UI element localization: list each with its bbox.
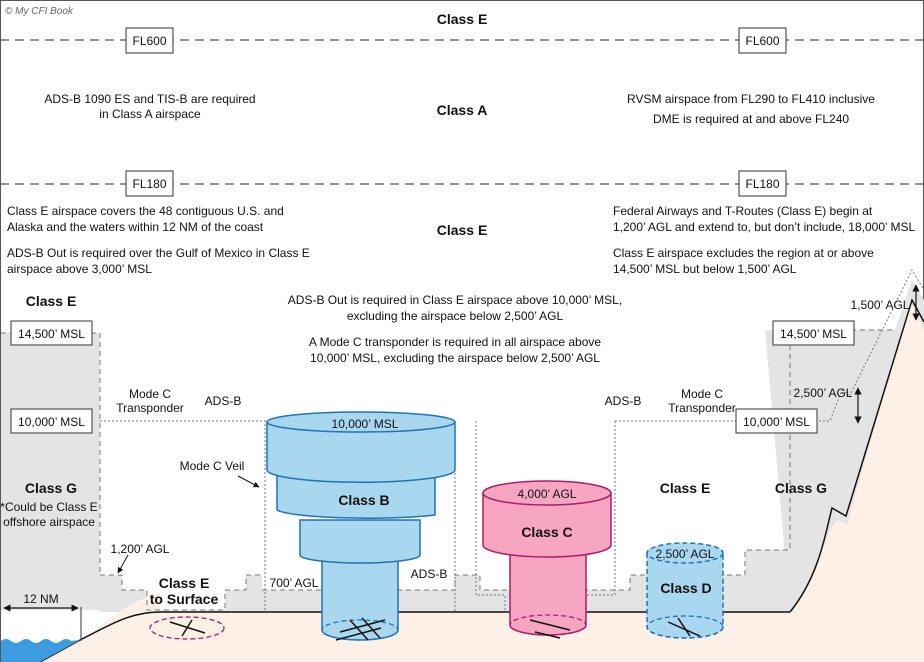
- dme-note: DME is required at and above FL240: [653, 112, 849, 126]
- copyright: © My CFI Book: [5, 6, 74, 17]
- fl600-right-label: FL600: [745, 34, 779, 48]
- class-e-exclusion-note-line1: Class E airspace excludes the region at …: [613, 246, 874, 260]
- federal-airways-note-line2: 1,200’ AGL and extend to, but don’t incl…: [613, 220, 916, 234]
- class-a-label: Class A: [437, 102, 488, 118]
- class-e-exclusion-note-line2: 14,500’ MSL but below 1,500’ AGL: [613, 262, 797, 276]
- agl-1500-label: 1,500’ AGL: [851, 298, 910, 312]
- class-b-label: Class B: [338, 492, 389, 508]
- class-g-note-line1: *Could be Class E: [0, 500, 97, 514]
- mode-c-note-line2: 10,000’ MSL, excluding the airspace belo…: [310, 351, 600, 365]
- msl10000-left-label: 10,000’ MSL: [18, 415, 85, 429]
- class-g-right-label: Class G: [775, 480, 827, 496]
- adsb-class-b-label: ADS-B: [411, 567, 448, 581]
- msl10000-left-box: 10,000’ MSL: [10, 408, 93, 434]
- class-g-left-region: [1, 333, 147, 610]
- mode-c-right-line2: Transponder: [668, 401, 736, 415]
- adsb-10000-note-line2: excluding the airspace below 2,500’ AGL: [347, 309, 564, 323]
- class-c-top-label: 4,000’ AGL: [518, 487, 577, 501]
- mode-c-veil-line: [100, 420, 266, 612]
- class-e-right-label: Class E: [660, 480, 711, 496]
- ground-terrain: [40, 300, 924, 662]
- class-d: [646, 542, 724, 639]
- msl14500-left-box: 14,500’ MSL: [10, 320, 93, 346]
- fl180-right-label: FL180: [745, 177, 779, 191]
- 12nm-label: 12 NM: [23, 592, 58, 606]
- class-a-note-left-line1: ADS-B 1090 ES and TIS-B are required: [44, 92, 255, 106]
- agl-offset-line: [615, 268, 924, 422]
- class-b-top-label: 10,000’ MSL: [332, 417, 399, 431]
- adsb-left-label: ADS-B: [205, 394, 242, 408]
- class-d-label: Class D: [660, 580, 711, 596]
- class-b: [266, 411, 456, 641]
- class-e-left-label: Class E: [26, 293, 77, 309]
- fl600-left-box: FL600: [125, 27, 174, 54]
- agl-2500-label: 2,500’ AGL: [794, 386, 853, 400]
- class-a-note-left-line2: in Class A airspace: [99, 107, 201, 121]
- class-g-left-label: Class G: [25, 480, 77, 496]
- fl180-left-box: FL180: [125, 170, 174, 197]
- mode-c-left-line2: Transponder: [116, 401, 184, 415]
- class-g-note-line2: offshore airspace: [3, 515, 95, 529]
- class-d-top-label: 2,500’ AGL: [656, 547, 715, 561]
- msl10000-right-box: 10,000’ MSL: [735, 408, 818, 434]
- rvsm-note: RVSM airspace from FL290 to FL410 inclus…: [627, 92, 875, 106]
- class-c-label: Class C: [521, 524, 572, 540]
- class-e-coverage-note-line2: Alaska and the waters within 12 NM of th…: [7, 220, 264, 234]
- mode-c-right-line1: Mode C: [681, 387, 723, 401]
- adsb-right-label: ADS-B: [605, 394, 642, 408]
- class-e-surface-boundary: [100, 574, 262, 611]
- water: [1, 639, 80, 662]
- msl10000-right-label: 10,000’ MSL: [743, 415, 810, 429]
- class-e-surface-label-line1: Class E: [159, 575, 210, 591]
- fl600-left-label: FL600: [132, 34, 166, 48]
- federal-airways-note-line1: Federal Airways and T-Routes (Class E) b…: [613, 204, 873, 218]
- class-c: [482, 480, 612, 639]
- msl14500-left-label: 14,500’ MSL: [18, 327, 85, 341]
- gulf-adsb-note-line1: ADS-B Out is required over the Gulf of M…: [7, 246, 310, 260]
- adsb-10000-note-line1: ADS-B Out is required in Class E airspac…: [288, 293, 622, 307]
- agl-1200-label: 1,200’ AGL: [111, 542, 170, 556]
- fl180-right-box: FL180: [738, 170, 787, 197]
- fl180-left-label: FL180: [132, 177, 166, 191]
- mode-c-left-line1: Mode C: [129, 387, 171, 401]
- class-e-surface-label-line2: to Surface: [150, 591, 219, 607]
- fl600-right-box: FL600: [738, 27, 787, 54]
- agl-700-label: 700’ AGL: [270, 576, 319, 590]
- msl14500-right-label: 14,500’ MSL: [780, 327, 847, 341]
- gulf-adsb-note-line2: airspace above 3,000’ MSL: [7, 262, 152, 276]
- class-e-coverage-note-line1: Class E airspace covers the 48 contiguou…: [7, 204, 284, 218]
- class-e-top-label: Class E: [437, 11, 488, 27]
- mode-c-note-line1: A Mode C transponder is required in all …: [309, 335, 601, 349]
- mountain-outline: [789, 298, 924, 613]
- mode-c-veil-label: Mode C Veil: [180, 459, 245, 473]
- class-e-surface-airport: [149, 616, 225, 640]
- class-e-mid-label: Class E: [437, 222, 488, 238]
- msl14500-right-box: 14,500’ MSL: [772, 320, 855, 346]
